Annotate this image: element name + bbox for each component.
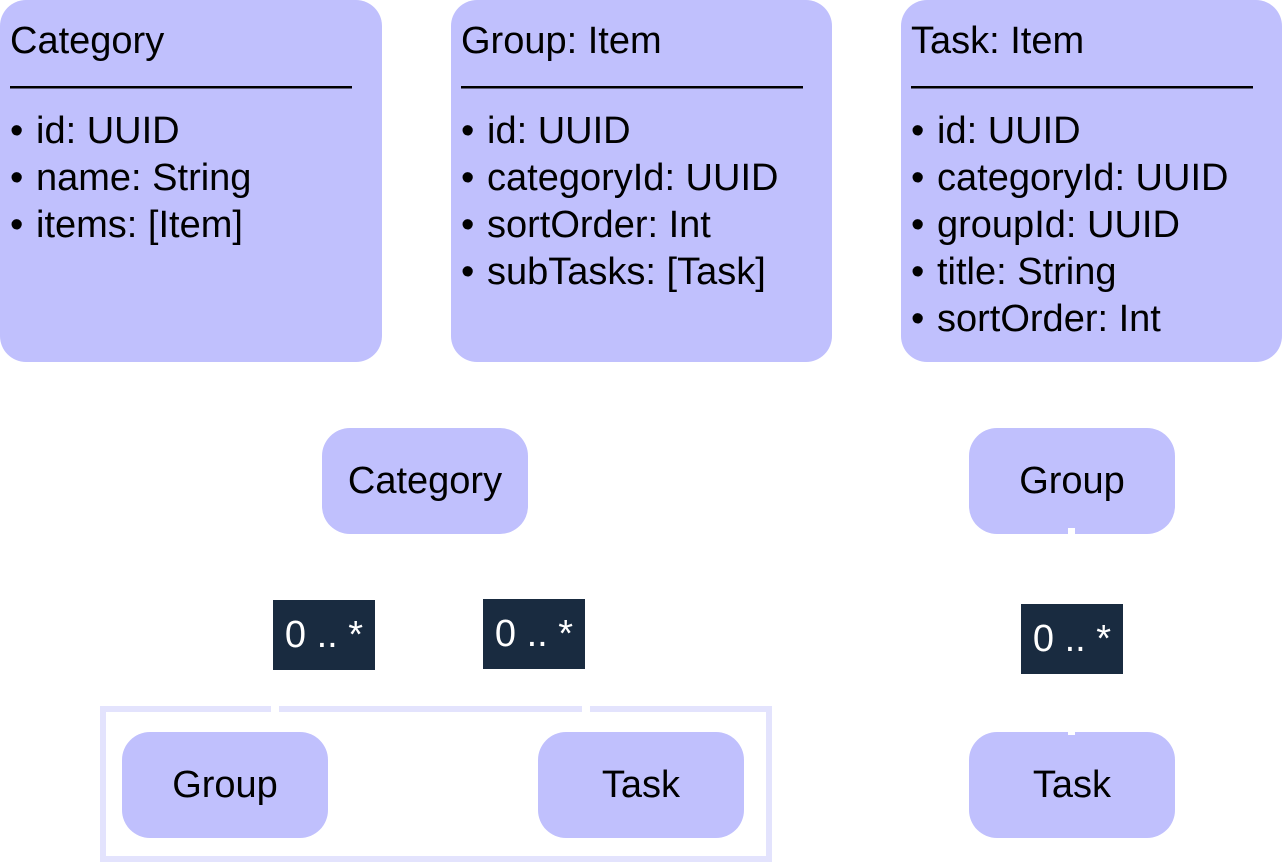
class-box-task: Task: Item ————————— • id: UUID • category…	[901, 0, 1282, 362]
node-task-child: Task	[538, 732, 744, 838]
class-box-category: Category ————————— • id: UUID • name: Stri…	[0, 0, 382, 362]
field-item: • groupId: UUID	[911, 202, 1282, 249]
class-title: Group: Item	[461, 20, 662, 62]
bullet-icon: •	[911, 251, 925, 293]
field-text: groupId: UUID	[937, 204, 1180, 246]
bullet-icon: •	[911, 157, 925, 199]
bullet-icon: •	[10, 157, 24, 199]
class-divider: —————————	[911, 64, 1253, 106]
multiplicity-label-task: 0 .. *	[483, 599, 585, 669]
field-item: • title: String	[911, 249, 1282, 296]
bullet-icon: •	[911, 204, 925, 246]
field-text: sortOrder: Int	[487, 204, 711, 246]
field-item: • id: UUID	[911, 108, 1282, 155]
field-item: • name: String	[10, 155, 382, 202]
bullet-icon: •	[10, 204, 24, 246]
class-divider: —————————	[10, 64, 352, 106]
connector-notch-top	[1068, 528, 1075, 536]
multiplicity-label-group: 0 .. *	[273, 600, 375, 670]
field-item: • subTasks: [Task]	[461, 249, 832, 296]
field-item: • items: [Item]	[10, 202, 382, 249]
bullet-icon: •	[911, 110, 925, 152]
class-box-group: Group: Item ————————— • id: UUID • categor…	[451, 0, 832, 362]
class-title: Category	[10, 20, 165, 62]
field-text: sortOrder: Int	[937, 298, 1161, 340]
field-item: • categoryId: UUID	[461, 155, 832, 202]
field-text: items: [Item]	[36, 204, 243, 246]
node-group-child: Group	[122, 732, 328, 838]
bullet-icon: •	[911, 298, 925, 340]
class-divider: —————————	[461, 64, 803, 106]
field-list: • id: UUID • categoryId: UUID • sortOrder: …	[461, 108, 832, 296]
field-text: name: String	[36, 157, 252, 199]
field-text: id: UUID	[937, 110, 1081, 152]
field-item: • id: UUID	[461, 108, 832, 155]
node-group: Group	[969, 428, 1175, 534]
field-text: id: UUID	[36, 110, 180, 152]
connector-notch-bottom	[1068, 727, 1075, 735]
field-text: subTasks: [Task]	[487, 251, 766, 293]
field-item: • sortOrder: Int	[911, 296, 1282, 343]
node-category: Category	[322, 428, 528, 534]
field-text: title: String	[937, 251, 1117, 293]
bullet-icon: •	[461, 251, 475, 293]
field-item: • categoryId: UUID	[911, 155, 1282, 202]
connector-notch-right	[582, 704, 590, 714]
field-text: id: UUID	[487, 110, 631, 152]
bullet-icon: •	[461, 204, 475, 246]
connector-notch-left	[271, 704, 279, 714]
field-text: categoryId: UUID	[487, 157, 779, 199]
multiplicity-label-subtasks: 0 .. *	[1021, 604, 1123, 674]
field-list: • id: UUID • categoryId: UUID • groupId: UU…	[911, 108, 1282, 343]
bullet-icon: •	[461, 110, 475, 152]
bullet-icon: •	[461, 157, 475, 199]
node-task: Task	[969, 732, 1175, 838]
bullet-icon: •	[10, 110, 24, 152]
field-text: categoryId: UUID	[937, 157, 1229, 199]
field-item: • sortOrder: Int	[461, 202, 832, 249]
children-group-frame	[100, 706, 772, 862]
field-item: • id: UUID	[10, 108, 382, 155]
field-list: • id: UUID • name: String • items: [Item]	[10, 108, 382, 249]
class-title: Task: Item	[911, 20, 1085, 62]
